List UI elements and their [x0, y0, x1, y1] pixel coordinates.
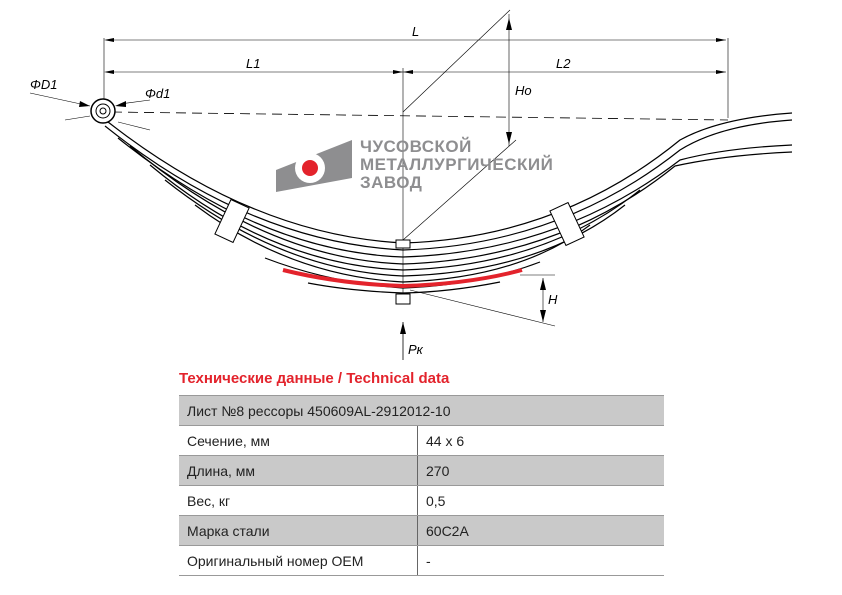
- eye: [90, 98, 116, 124]
- section-title: Технические данные / Technical data: [179, 370, 450, 387]
- table-row: Оригинальный номер OEM-: [179, 545, 664, 576]
- highlighted-leaf: [282, 268, 523, 289]
- label-L1: L1: [246, 56, 260, 71]
- leaf-spring-drawing: L L1 L2 Ho H ΦD1 Φd1 Pк: [29, 9, 793, 360]
- table-header: Лист №8 рессоры 450609AL-2912012-10: [179, 395, 664, 426]
- label-L: L: [412, 24, 419, 39]
- logo-line-1: ЧУСОВСКОЙ: [360, 137, 472, 156]
- logo-line-2: МЕТАЛЛУРГИЧЕСКИЙ: [360, 155, 554, 174]
- logo-icon: [276, 140, 352, 192]
- tech-data-table: Лист №8 рессоры 450609AL-2912012-10 Сече…: [179, 395, 664, 576]
- label-Ho: Ho: [515, 83, 532, 98]
- label-H: H: [548, 292, 558, 307]
- logo-line-3: ЗАВОД: [360, 173, 423, 192]
- logo-text: ЧУСОВСКОЙ МЕТАЛЛУРГИЧЕСКИЙ ЗАВОД: [360, 138, 553, 192]
- label-Pk: Pк: [408, 342, 424, 357]
- label-L2: L2: [556, 56, 571, 71]
- label-D1: ΦD1: [30, 77, 58, 92]
- label-d1: Φd1: [145, 86, 170, 101]
